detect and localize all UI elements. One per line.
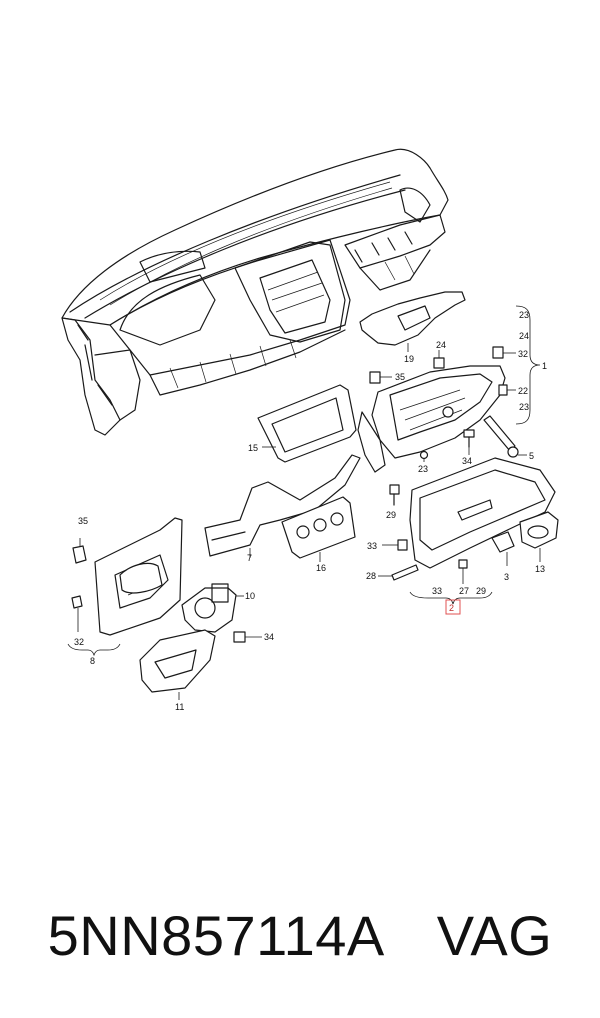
label-35-lower: 35	[78, 516, 88, 526]
callout-labels: 23 24 24 32 1 35 22 23 19 15 5 23 34 29 …	[74, 310, 547, 712]
screw-34-upper	[463, 429, 475, 455]
label-5: 5	[529, 451, 534, 461]
clip-22	[498, 384, 516, 396]
label-29-group: 29	[476, 586, 486, 596]
highlight-box	[445, 599, 461, 615]
label-28: 28	[366, 571, 376, 581]
clip-35-upper	[369, 371, 392, 384]
part-7-trim-strip	[204, 454, 361, 558]
label-13: 13	[535, 564, 545, 574]
label-15: 15	[248, 443, 258, 453]
part-13-handle-insert	[519, 511, 559, 562]
exploded-parts-diagram: 23 24 24 32 1 35 22 23 19 15 5 23 34 29 …	[61, 148, 559, 712]
group-bracket-1	[515, 305, 541, 425]
label-27: 27	[459, 586, 469, 596]
part-number: 5NN857114A	[47, 903, 385, 967]
part-11-lower-tray	[139, 629, 216, 700]
part-29-pin	[389, 484, 400, 506]
part-8-side-panel	[94, 517, 183, 636]
glovebox-housing	[357, 365, 506, 473]
label-32-upper: 32	[518, 349, 528, 359]
part-15-trim-frame	[257, 384, 357, 463]
label-16: 16	[316, 563, 326, 573]
brand-name: VAG	[436, 903, 553, 967]
latch-3	[491, 531, 515, 566]
label-24-clip: 24	[436, 340, 446, 350]
part-5-rod	[483, 415, 527, 458]
label-11: 11	[175, 702, 184, 712]
part-19-bracket	[359, 291, 466, 346]
label-33-group: 33	[432, 586, 442, 596]
clip-35-lower	[72, 538, 87, 564]
part-10-vent-bracket	[181, 583, 244, 633]
screw-23	[419, 450, 429, 462]
label-34-lower: 34	[264, 632, 274, 642]
dashboard-panel	[61, 148, 449, 436]
label-2: 2	[449, 603, 454, 613]
label-29-pin: 29	[386, 510, 396, 520]
clip-32-upper	[492, 346, 516, 359]
label-3: 3	[504, 572, 509, 582]
label-32-lower: 32	[74, 637, 84, 647]
part-2-glovebox-lid	[409, 457, 556, 569]
label-1: 1	[542, 361, 547, 371]
label-35-upper: 35	[395, 372, 405, 382]
label-10: 10	[245, 591, 255, 601]
screw-33	[382, 539, 408, 551]
screw-34-lower	[233, 631, 262, 643]
label-24-right: 24	[519, 331, 529, 341]
label-23-top: 23	[519, 310, 529, 320]
label-23-right: 23	[519, 402, 529, 412]
label-7: 7	[247, 553, 252, 563]
label-22: 22	[518, 386, 528, 396]
label-19: 19	[404, 354, 414, 364]
clip-32-lower	[71, 595, 83, 632]
group-bracket-2	[409, 591, 493, 605]
screw-27	[458, 559, 468, 584]
label-34-upper: 34	[462, 456, 472, 466]
label-23-screw: 23	[418, 464, 428, 474]
part-16-climate-panel	[281, 496, 356, 562]
group-bracket-8	[67, 643, 121, 657]
label-33-screw: 33	[367, 541, 377, 551]
part-28-spring	[378, 564, 419, 581]
clip-24	[433, 350, 445, 369]
caption-bar: 5NN857114A VAG	[0, 895, 600, 975]
label-8: 8	[90, 656, 95, 666]
